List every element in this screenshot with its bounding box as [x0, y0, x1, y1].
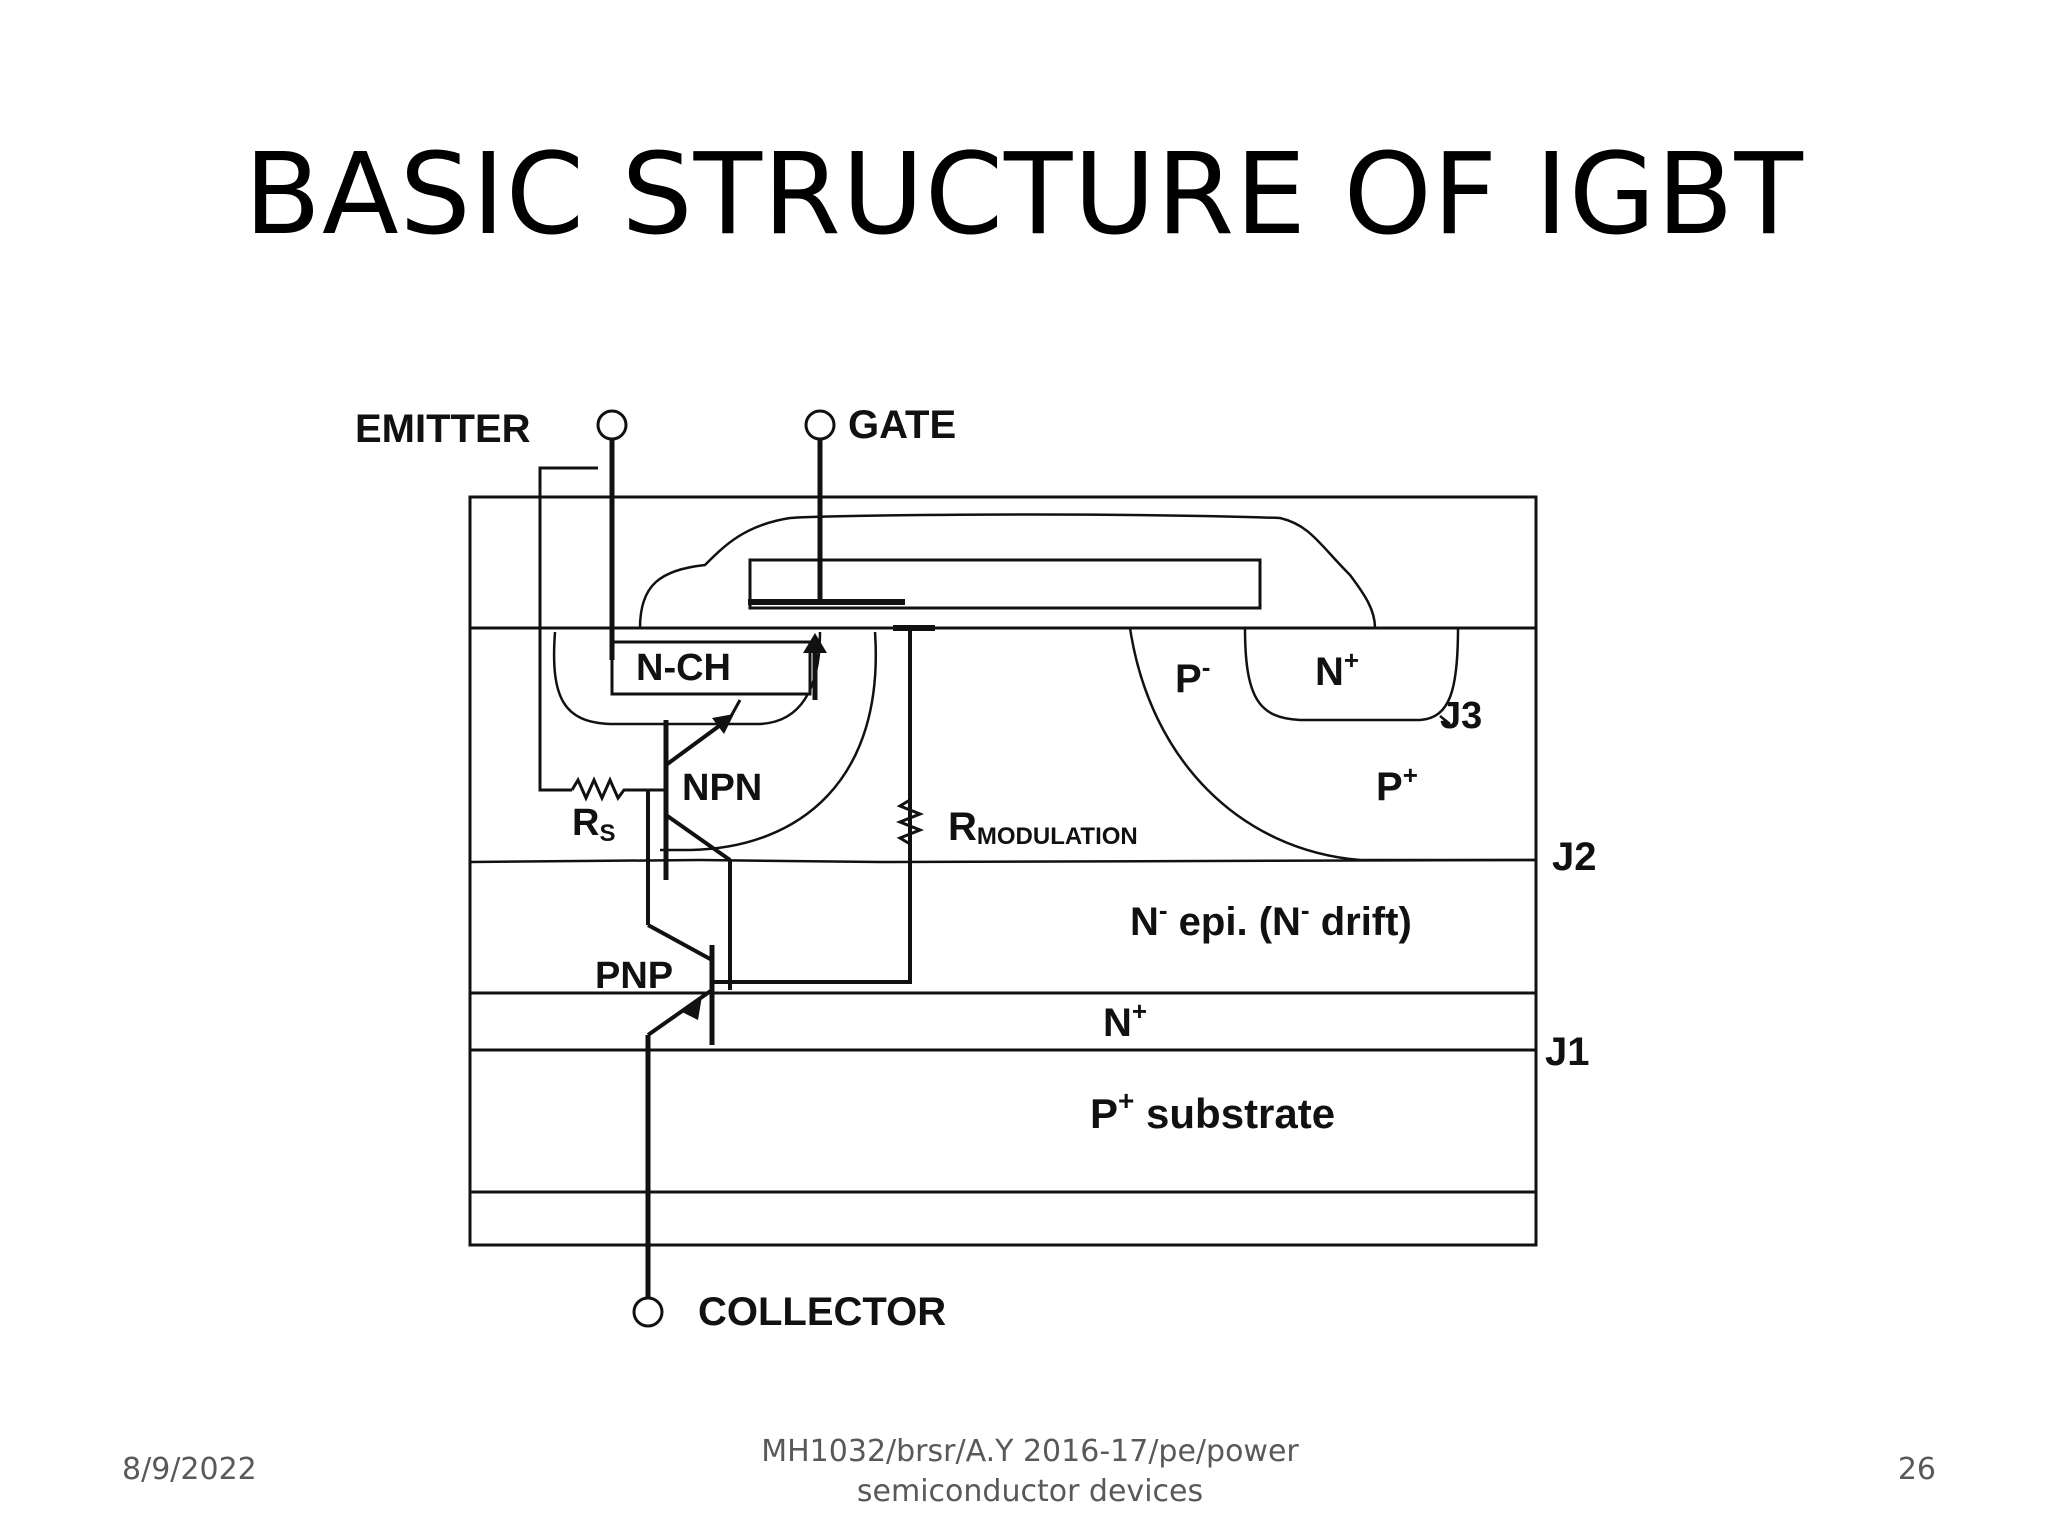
gate-oxide-outline [638, 513, 1377, 629]
gate-label: GATE [848, 403, 956, 447]
rmodulation-label: RMODULATION [948, 805, 1138, 850]
p-body-left [660, 631, 878, 852]
pnp-to-npn [647, 923, 713, 962]
j3-label: J3 [1440, 695, 1482, 737]
rs-label: RS [572, 802, 615, 847]
n-channel-box [610, 640, 812, 696]
channel-arrow-head [803, 633, 827, 653]
n-plus-buffer-label: N+ [1103, 996, 1147, 1045]
emitter-terminal [596, 409, 628, 441]
npn-to-nch [728, 699, 742, 719]
device-outline [468, 495, 1538, 1247]
footer-course-line2: semiconductor devices [856, 1474, 1204, 1509]
emitter-rs-wire [538, 466, 598, 792]
p-plus-label: P+ [1376, 760, 1418, 809]
npn-collector-leg [664, 813, 732, 862]
slide-title: BASIC STRUCTURE OF IGBT [244, 130, 1804, 260]
footer-course-line1: MH1032/brsr/A.Y 2016-17/pe/power [761, 1434, 1299, 1469]
gate-terminal [804, 409, 836, 441]
j2-boundary [469, 858, 1536, 864]
npn-label: NPN [682, 767, 762, 809]
collector-label: COLLECTOR [698, 1290, 946, 1334]
footer-page-number: 26 [1897, 1452, 1936, 1487]
j2-label: J2 [1552, 835, 1597, 879]
collector-terminal [632, 1296, 664, 1328]
footer-course: MH1032/brsr/A.Y 2016-17/pe/power semicon… [700, 1432, 1360, 1512]
substrate-label: P+ substrate [1090, 1085, 1335, 1137]
j3-tick [1439, 715, 1451, 725]
rmodulation-resistor [895, 798, 925, 846]
pnp-label: PNP [595, 955, 673, 997]
n-plus-well-right [1243, 627, 1460, 722]
p-well-right [1128, 627, 1535, 862]
p-minus-label: P- [1175, 652, 1210, 701]
n-plus-top-label: N+ [1315, 645, 1359, 694]
emitter-label: EMITTER [355, 407, 531, 451]
drift-region-label: N- epi. (N- drift) [1130, 895, 1412, 944]
rs-resistor [570, 776, 652, 802]
j1-label: J1 [1545, 1030, 1590, 1074]
pnp-base-to-rmod [712, 628, 912, 984]
pnp-arrow [682, 996, 702, 1020]
footer-date: 8/9/2022 [122, 1452, 257, 1487]
npn-emitter-arrow [712, 714, 734, 734]
nch-label: N-CH [636, 647, 731, 689]
